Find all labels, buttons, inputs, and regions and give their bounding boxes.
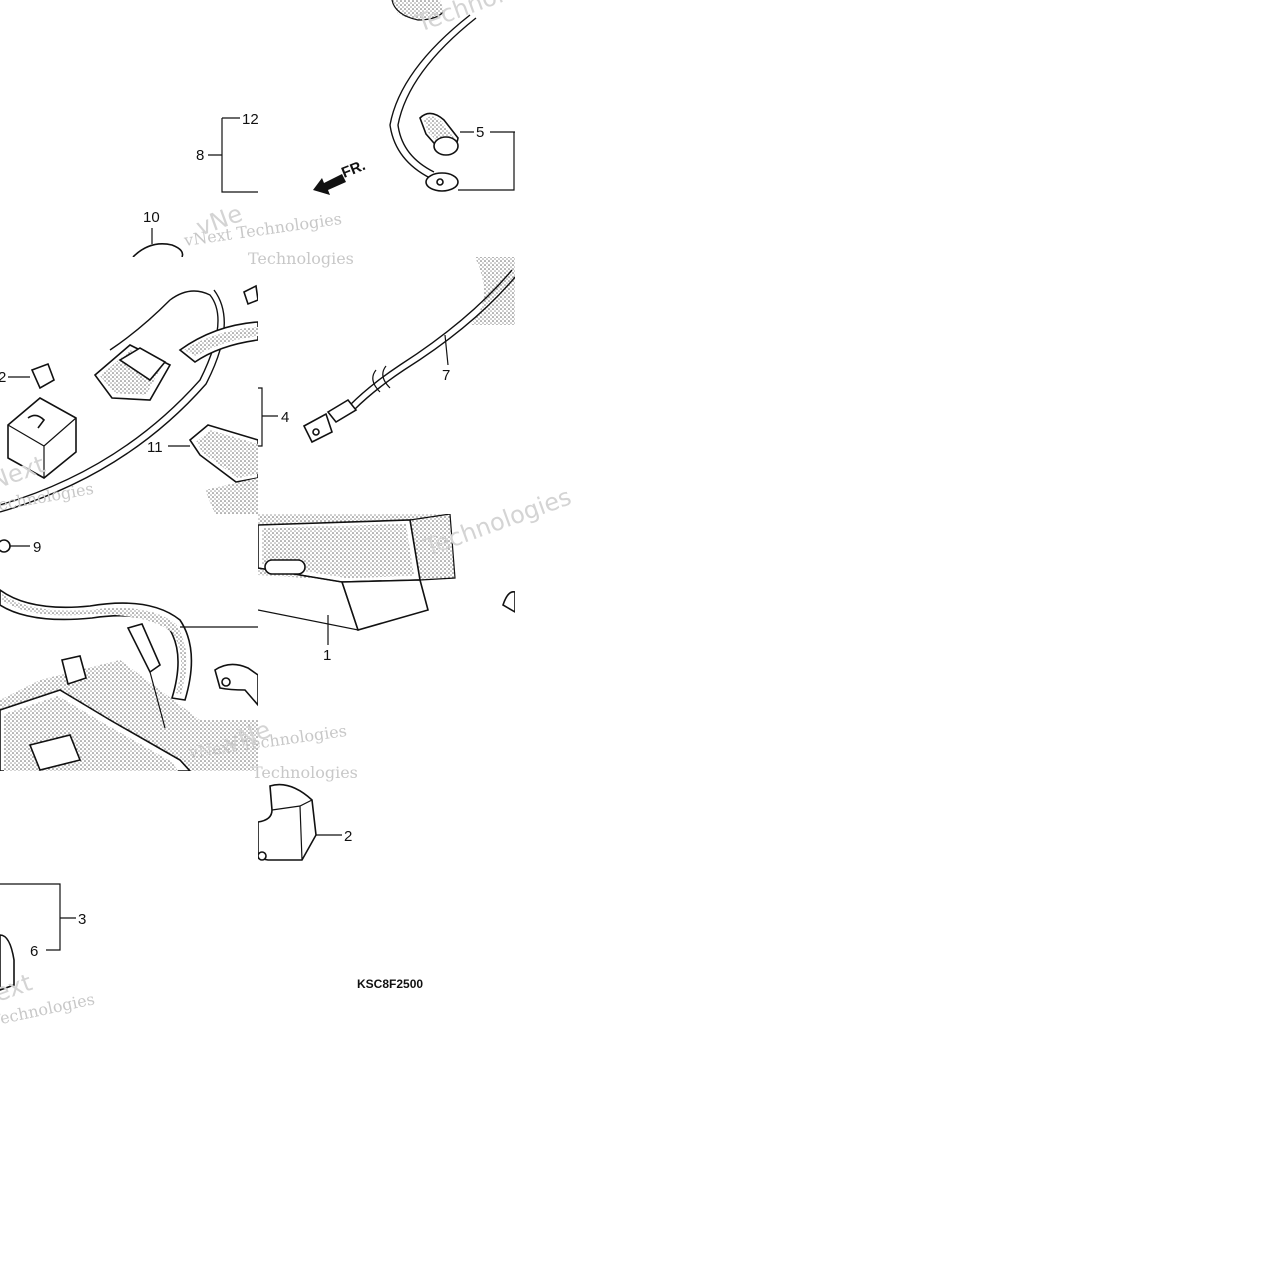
callout-12: 12 [242,111,259,128]
callout-5: 5 [476,124,484,141]
callout-3: 3 [78,911,86,928]
callout-4: 4 [281,409,289,426]
watermark-technologies-mid: Technologies [248,249,354,268]
part-code: KSC8F2500 [357,977,423,991]
tile-bottom-left [0,539,258,771]
tile-middle-right [258,257,515,447]
callout-6: 6 [30,943,38,960]
direction-label: FR. [339,157,368,182]
watermark-technologies-lower: Technologies [252,763,358,782]
callout-11: 11 [147,439,163,456]
tile-lower-left [0,883,76,991]
callout-labels: 12 8 5 10 7 2 4 11 9 1 2 3 6 FR. [0,111,484,960]
callout-10: 10 [143,209,160,226]
callout-8: 8 [196,147,204,164]
callout-9: 9 [33,539,41,556]
tile-bottom-right [258,514,515,645]
callout-1: 1 [323,647,331,664]
tile-middle-left [0,284,258,514]
callout-7: 7 [442,367,450,384]
callout-2: 2 [344,828,352,845]
callout-2-fuse: 2 [0,369,6,386]
tile-top-right [313,0,515,195]
tile-top-left [132,117,258,257]
tile-lower-right [258,783,342,861]
watermark-technologies-top: Technologies [412,0,567,38]
